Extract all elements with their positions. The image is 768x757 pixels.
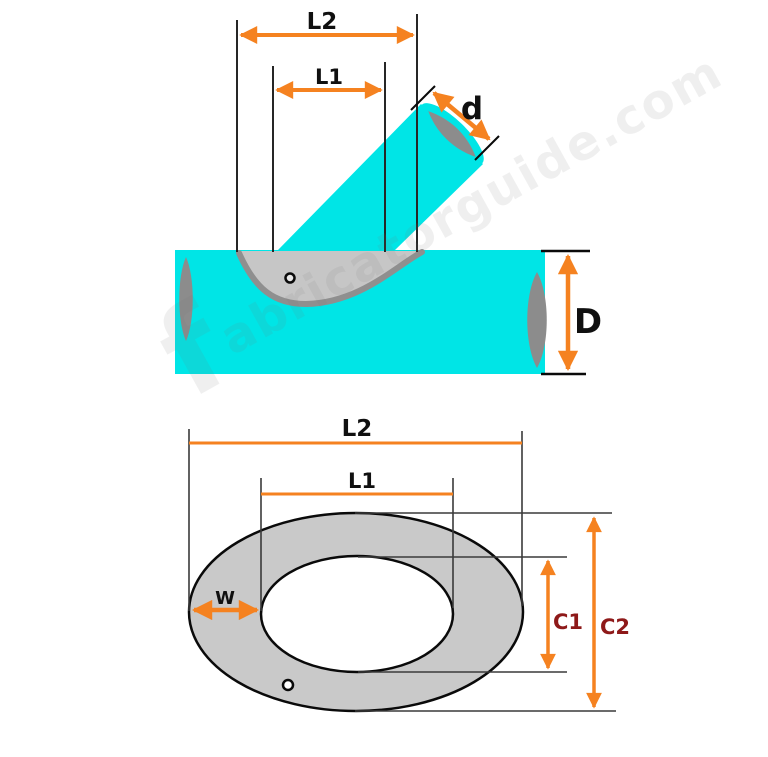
template-ring-inner [259,554,455,674]
tick-d-start [410,85,436,111]
template-hole [281,678,295,692]
dim-label-d: d [461,91,483,127]
dim-label-l2-bottom: L2 [342,416,373,442]
dim-label-l2-top: L2 [307,9,338,35]
saddle-hole [284,272,296,284]
top-view-lateral: L2 L1 d D fabricatorguide.com [137,9,732,425]
dim-label-l1-top: L1 [315,65,343,89]
dim-label-c2: C2 [600,615,630,639]
saddle-cut-edge [236,249,425,308]
dim-label-w: W [215,588,235,609]
saddle-cut [238,251,423,305]
dim-label-D: D [574,302,602,342]
branch-pipe [277,104,483,251]
dim-label-l1-bottom: L1 [348,469,376,493]
bottom-view-template: L2 L1 W C1 C2 [187,416,630,713]
pipe-bore-right [527,272,547,368]
pipe-bore-left [179,257,193,341]
tick-d-end [474,135,500,161]
dim-label-c1: C1 [553,610,583,634]
dim-arrow-d [432,91,491,141]
